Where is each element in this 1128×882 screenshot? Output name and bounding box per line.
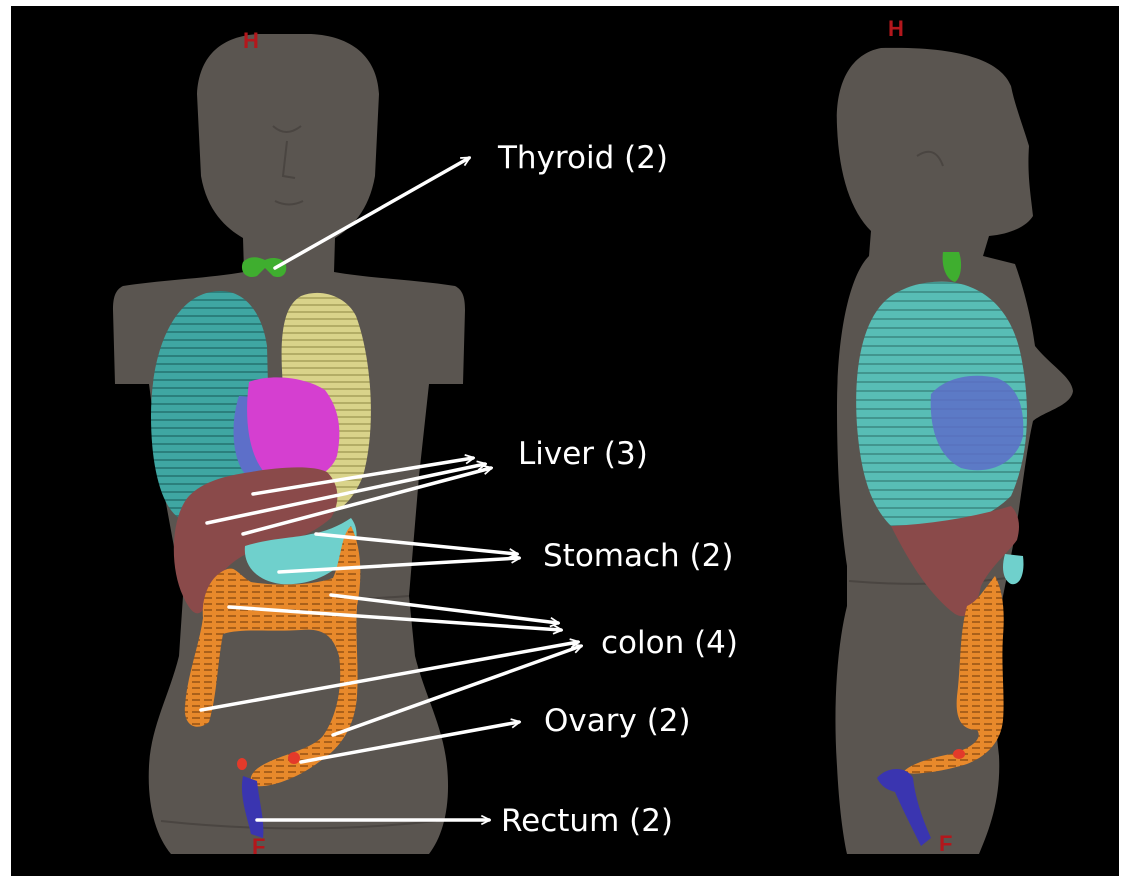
front-ovary-left — [237, 758, 247, 770]
front-feet-marker: F — [252, 834, 265, 859]
front-ovary-right — [288, 752, 300, 764]
label-colon: colon (4) — [601, 625, 738, 661]
side-feet-marker: F — [939, 831, 952, 856]
label-thyroid: Thyroid (2) — [497, 140, 668, 176]
anatomy-figure: Thyroid (2) Liver (3) Stomach (2) colon … — [11, 6, 1119, 876]
figure-canvas: Thyroid (2) Liver (3) Stomach (2) colon … — [11, 6, 1119, 876]
side-ovary — [953, 749, 965, 759]
front-view — [113, 34, 465, 854]
label-rectum: Rectum (2) — [501, 803, 673, 839]
front-heart — [247, 377, 339, 482]
label-ovary: Ovary (2) — [544, 703, 691, 739]
label-liver: Liver (3) — [518, 436, 648, 472]
label-stomach: Stomach (2) — [543, 538, 733, 574]
side-view — [835, 48, 1073, 854]
front-head-marker: H — [243, 28, 259, 53]
side-head-marker: H — [888, 16, 904, 41]
